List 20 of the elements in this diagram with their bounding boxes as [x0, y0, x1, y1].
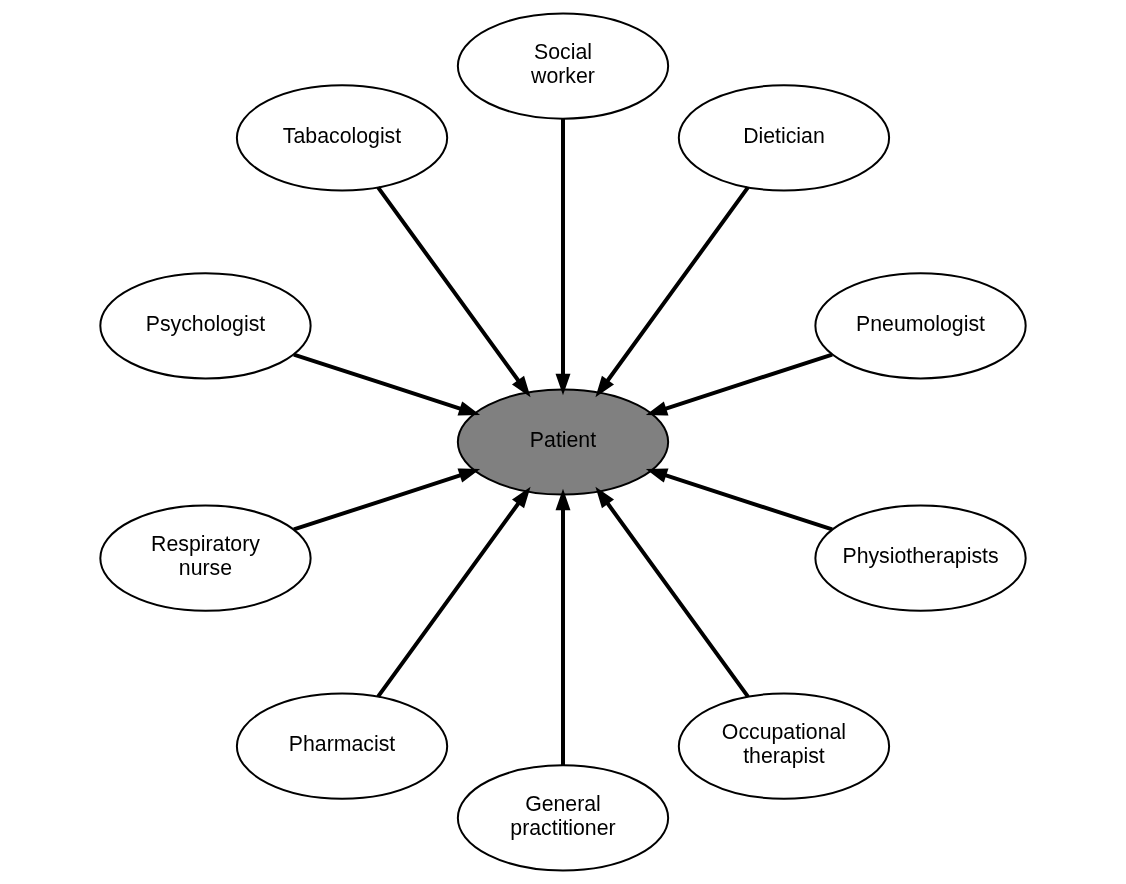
- arrow: [555, 118, 571, 396]
- node-ellipse: Pneumologist: [814, 272, 1027, 380]
- node-ellipse: Psychologist: [99, 272, 312, 380]
- arrow: [376, 186, 531, 398]
- node-ellipse: Occupational therapist: [677, 692, 891, 800]
- arrow: [645, 468, 833, 532]
- node-ellipse: Dietician: [677, 84, 891, 192]
- node-ellipse: Pharmacist: [235, 692, 449, 800]
- arrow: [595, 486, 750, 698]
- arrow: [293, 352, 481, 416]
- arrow: [645, 352, 833, 416]
- arrow: [376, 486, 531, 698]
- node-ellipse: General practitioner: [456, 764, 670, 872]
- node-ellipse: Physiotherapists: [814, 504, 1027, 612]
- node-ellipse: Social worker: [456, 12, 670, 120]
- arrow: [595, 186, 750, 398]
- arrow: [293, 468, 481, 532]
- arrow: [555, 488, 571, 766]
- node-ellipse: Respiratory nurse: [99, 504, 312, 612]
- node-ellipse: Tabacologist: [235, 84, 449, 192]
